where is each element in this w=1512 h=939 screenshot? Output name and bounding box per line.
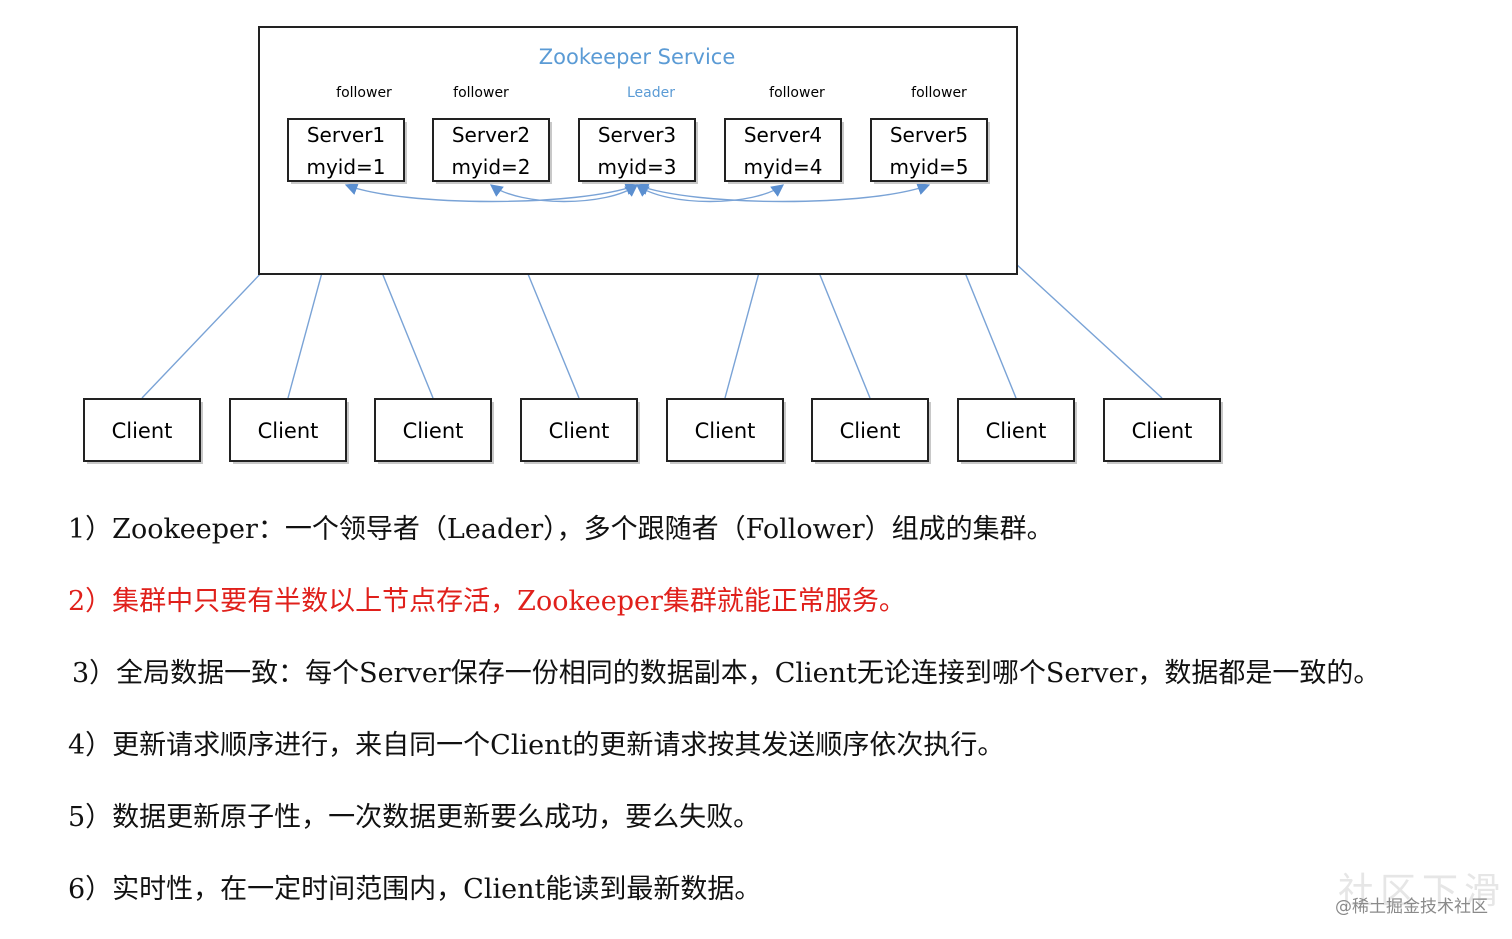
client-node-4: Client xyxy=(520,398,640,464)
server-myid: myid=5 xyxy=(889,155,968,179)
server-myid: myid=4 xyxy=(743,155,822,179)
server-box xyxy=(870,118,988,182)
server-role-label: Leader xyxy=(627,85,675,101)
note-4: 4）更新请求顺序进行，来自同一个Client的更新请求按其发送顺序依次执行。 xyxy=(68,730,1005,761)
server-myid: myid=2 xyxy=(451,155,530,179)
client-label: Client xyxy=(258,419,319,443)
client-label: Client xyxy=(549,419,610,443)
server-name: Server2 xyxy=(452,123,530,147)
server-name: Server5 xyxy=(890,123,968,147)
client-node-6: Client xyxy=(811,398,931,464)
server-box xyxy=(287,118,405,182)
client-node-1: Client xyxy=(83,398,203,464)
note-5: 5）数据更新原子性，一次数据更新要么成功，要么失败。 xyxy=(68,802,761,833)
client-node-5: Client xyxy=(666,398,786,464)
zookeeper-architecture-diagram: Zookeeper Service followerServer1myid=1f… xyxy=(83,26,1223,464)
follower-leader-link xyxy=(635,183,931,203)
client-label: Client xyxy=(403,419,464,443)
server-name: Server4 xyxy=(744,123,822,147)
note-2: 2）集群中只要有半数以上节点存活，Zookeeper集群就能正常服务。 xyxy=(68,586,906,617)
client-node-8: Client xyxy=(1103,398,1223,464)
client-node-7: Client xyxy=(957,398,1077,464)
clients-layer: Client Client Client Client Client Client Clie… xyxy=(83,398,1223,464)
note-3: 3）全局数据一致：每个Server保存一份相同的数据副本，Client无论连接到… xyxy=(72,658,1381,689)
note-1: 1）Zookeeper：一个领导者（Leader），多个跟随者（Follower… xyxy=(68,514,1054,545)
client-box xyxy=(520,398,638,462)
server-role-label: follower xyxy=(769,85,825,101)
client-node-2: Client xyxy=(229,398,349,464)
client-box xyxy=(374,398,492,462)
service-title: Zookeeper Service xyxy=(539,45,736,69)
server-box xyxy=(432,118,550,182)
server-box xyxy=(578,118,696,182)
client-node-3: Client xyxy=(374,398,494,464)
client-box xyxy=(229,398,347,462)
server-name: Server3 xyxy=(598,123,676,147)
watermark: @稀土掘金技术社区 xyxy=(1335,897,1488,917)
client-label: Client xyxy=(695,419,756,443)
server-role-label: follower xyxy=(336,85,392,101)
watermark-logo: 社区下滑 xyxy=(1338,871,1507,912)
client-box xyxy=(83,398,201,462)
client-box xyxy=(666,398,784,462)
client-box xyxy=(811,398,929,462)
leader-links-layer xyxy=(344,183,931,203)
server-role-label: follower xyxy=(911,85,967,101)
note-6: 6）实时性，在一定时间范围内，Client能读到最新数据。 xyxy=(68,874,762,905)
client-label: Client xyxy=(1132,419,1193,443)
server-myid: myid=1 xyxy=(306,155,385,179)
client-label: Client xyxy=(840,419,901,443)
client-box xyxy=(957,398,1075,462)
client-box xyxy=(1103,398,1221,462)
client-label: Client xyxy=(112,419,173,443)
server-myid: myid=3 xyxy=(597,155,676,179)
server-name: Server1 xyxy=(307,123,385,147)
server-role-label: follower xyxy=(453,85,509,101)
client-label: Client xyxy=(986,419,1047,443)
server-box xyxy=(724,118,842,182)
follower-leader-link xyxy=(489,184,639,203)
